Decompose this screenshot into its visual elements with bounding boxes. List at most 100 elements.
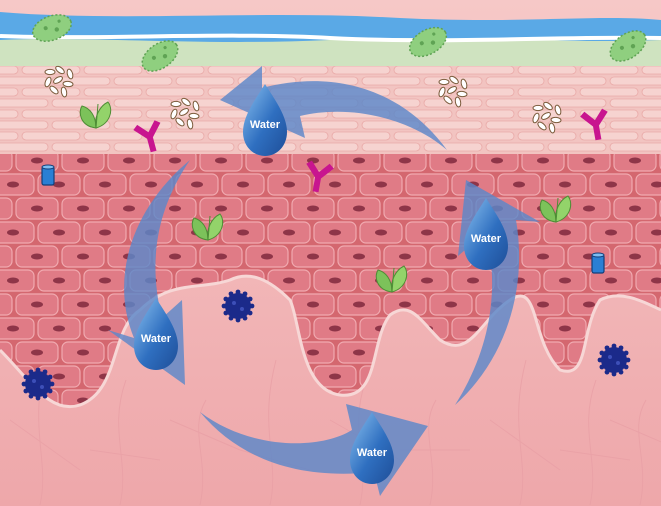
corneocyte — [394, 66, 452, 74]
epidermis-cell — [544, 222, 586, 243]
corneocyte — [486, 77, 544, 85]
corneocyte — [0, 110, 18, 118]
corneocyte — [0, 121, 48, 129]
corneocyte — [610, 77, 661, 85]
corneocyte — [84, 88, 142, 96]
epidermis-cell — [246, 246, 288, 267]
corneocyte — [0, 143, 48, 151]
epidermis-cell — [0, 222, 34, 243]
epidermis-cell — [406, 222, 448, 243]
epidermis-cell — [498, 174, 540, 195]
epidermis-cell — [16, 198, 58, 219]
water-label-top: Water — [250, 119, 281, 131]
corneocyte — [456, 132, 514, 140]
epidermis-cell — [314, 318, 356, 339]
water-channel-icon — [42, 165, 54, 185]
corneocyte — [580, 66, 638, 74]
epidermis-cell — [522, 246, 564, 267]
epidermis-cell — [16, 246, 58, 267]
corneocyte — [0, 88, 18, 96]
epidermis-cell — [636, 222, 661, 243]
epidermis-cell — [314, 270, 356, 291]
epidermis-cell — [84, 174, 126, 195]
corneocyte — [52, 143, 110, 151]
epidermis-cell — [636, 270, 661, 291]
epidermis-cell — [84, 222, 126, 243]
epidermis-cell — [38, 318, 80, 339]
epidermis-cell — [16, 342, 58, 363]
epidermis-cell — [590, 222, 632, 243]
epidermis-cell — [62, 342, 104, 363]
epidermis-cell — [590, 174, 632, 195]
corneocyte — [84, 132, 142, 140]
epidermis-cell — [430, 294, 472, 315]
epidermis-cell — [384, 246, 426, 267]
epidermis-cell — [38, 222, 80, 243]
epidermis-cell — [544, 174, 586, 195]
corneocyte — [0, 66, 18, 74]
epidermis-cell — [292, 246, 334, 267]
corneocyte — [332, 132, 390, 140]
epidermis-cell — [292, 294, 334, 315]
corneocyte — [22, 132, 80, 140]
corneocyte — [580, 132, 638, 140]
water-label-left: Water — [141, 333, 172, 345]
corneocyte — [84, 66, 142, 74]
epidermis-cell — [452, 270, 494, 291]
epidermis-cell — [384, 198, 426, 219]
corneocyte — [548, 77, 606, 85]
corneocyte — [424, 121, 482, 129]
epidermis-cell — [406, 174, 448, 195]
corneocyte — [52, 99, 110, 107]
epidermis-cell — [62, 246, 104, 267]
epidermis-cell — [568, 198, 610, 219]
epidermis-cell — [0, 174, 34, 195]
epidermis-cell — [614, 198, 656, 219]
epidermis-cell — [636, 174, 661, 195]
corneocyte — [22, 110, 80, 118]
corneocyte — [610, 121, 661, 129]
epidermis-cell — [0, 246, 12, 267]
water-channel-icon — [592, 253, 604, 273]
corneocyte — [518, 66, 576, 74]
corneocyte — [114, 143, 172, 151]
corneocyte — [176, 143, 234, 151]
corneocyte — [0, 77, 48, 85]
corneocyte — [176, 77, 234, 85]
corneocyte — [270, 66, 328, 74]
corneocyte — [146, 88, 204, 96]
epidermis-cell — [222, 222, 264, 243]
water-label-bottom: Water — [357, 447, 388, 459]
epidermis-cell — [16, 294, 58, 315]
corneocyte — [0, 132, 18, 140]
corneocyte — [424, 99, 482, 107]
epidermis-cell — [38, 270, 80, 291]
epidermis-cell — [0, 294, 12, 315]
epidermis-cell — [268, 174, 310, 195]
epidermis-cell — [246, 198, 288, 219]
epidermis-cell — [292, 198, 334, 219]
epidermis-cell — [338, 198, 380, 219]
epidermis-cell — [338, 246, 380, 267]
corneocyte — [610, 143, 661, 151]
corneocyte — [456, 66, 514, 74]
corneocyte — [486, 143, 544, 151]
corneocyte — [300, 143, 358, 151]
epidermis-cell — [544, 270, 586, 291]
epidermis-cell — [154, 246, 196, 267]
corneocyte — [610, 99, 661, 107]
corneocyte — [114, 121, 172, 129]
epidermis-cell — [360, 174, 402, 195]
corneocyte — [332, 66, 390, 74]
epidermis-cell — [544, 318, 586, 339]
corneocyte — [176, 121, 234, 129]
corneocyte — [642, 132, 661, 140]
corneocyte — [424, 143, 482, 151]
corneocyte — [114, 99, 172, 107]
epidermis-cell — [314, 222, 356, 243]
corneocyte — [642, 88, 661, 96]
corneocyte — [518, 88, 576, 96]
epidermis-cell — [222, 174, 264, 195]
